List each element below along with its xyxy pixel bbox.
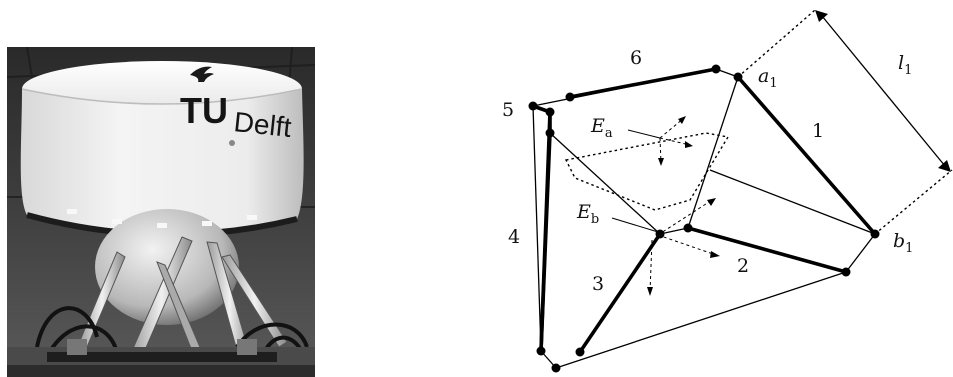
leg-5 — [539, 110, 552, 353]
cockpit-sphere — [95, 209, 239, 325]
frame-eb-label: Eb — [576, 201, 599, 227]
logo-delft-text: Delft — [232, 106, 293, 143]
point-b1-label: b1 — [893, 230, 913, 256]
bold-legs — [531, 67, 877, 354]
tu-delft-logo: TU Delft — [180, 66, 293, 146]
length-l1-label: l1 — [898, 52, 912, 78]
frame-b-axes — [649, 199, 717, 293]
dome-lights — [67, 209, 257, 228]
leg-label-4: 4 — [508, 226, 520, 248]
leg-1 — [736, 75, 877, 236]
dome — [20, 61, 304, 238]
leg-label-2: 2 — [737, 255, 749, 277]
leg-label-3: 3 — [592, 273, 604, 295]
leg-label-6: 6 — [630, 47, 642, 69]
dotted-lines — [564, 9, 953, 235]
point-a1-label: a1 — [758, 65, 778, 91]
moving-platform-outline — [564, 132, 730, 211]
frame-b-arrowheads — [647, 198, 720, 296]
base-platform — [7, 339, 315, 377]
leg-label-5: 5 — [502, 99, 514, 121]
stewart-platform-diagram: 1 2 3 4 5 6 a1 b1 l1 Ea Eb — [502, 9, 953, 373]
logo-tu-text: TU — [180, 90, 228, 131]
frame-a-arrowheads — [658, 116, 693, 166]
length-arrow — [815, 10, 951, 172]
leg-label-1: 1 — [812, 120, 824, 142]
leg-6 — [568, 67, 718, 99]
pointer-lines — [611, 129, 661, 233]
joint-dots — [528, 64, 880, 373]
simulator-photo: TU Delft — [7, 47, 315, 377]
leg-3 — [578, 232, 662, 354]
leg-2 — [686, 226, 848, 274]
frame-ea-label: Ea — [590, 115, 613, 141]
